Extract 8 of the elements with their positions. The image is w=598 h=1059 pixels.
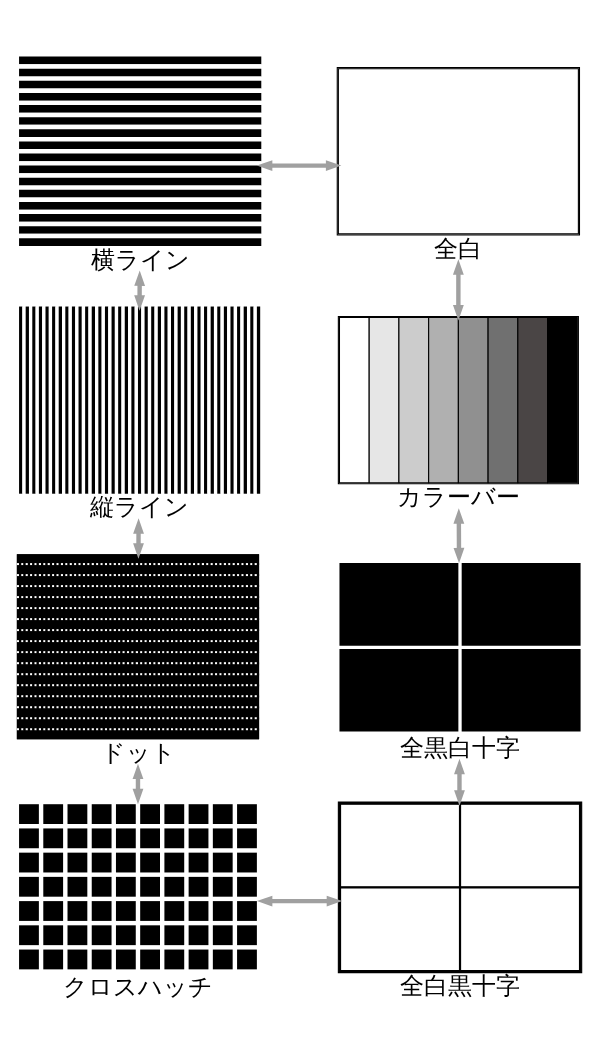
node-label: ドット [100,738,176,767]
node-label: クロスハッチ [63,973,214,1002]
node-label: 全白黒十字 [400,972,521,1001]
node-label: 縦ライン [90,493,190,522]
node-label: 全白 [434,234,483,263]
node-label: カラーバー [396,483,520,512]
node-label: 横ライン [90,245,190,274]
node-label: 全黒白十字 [400,734,521,763]
